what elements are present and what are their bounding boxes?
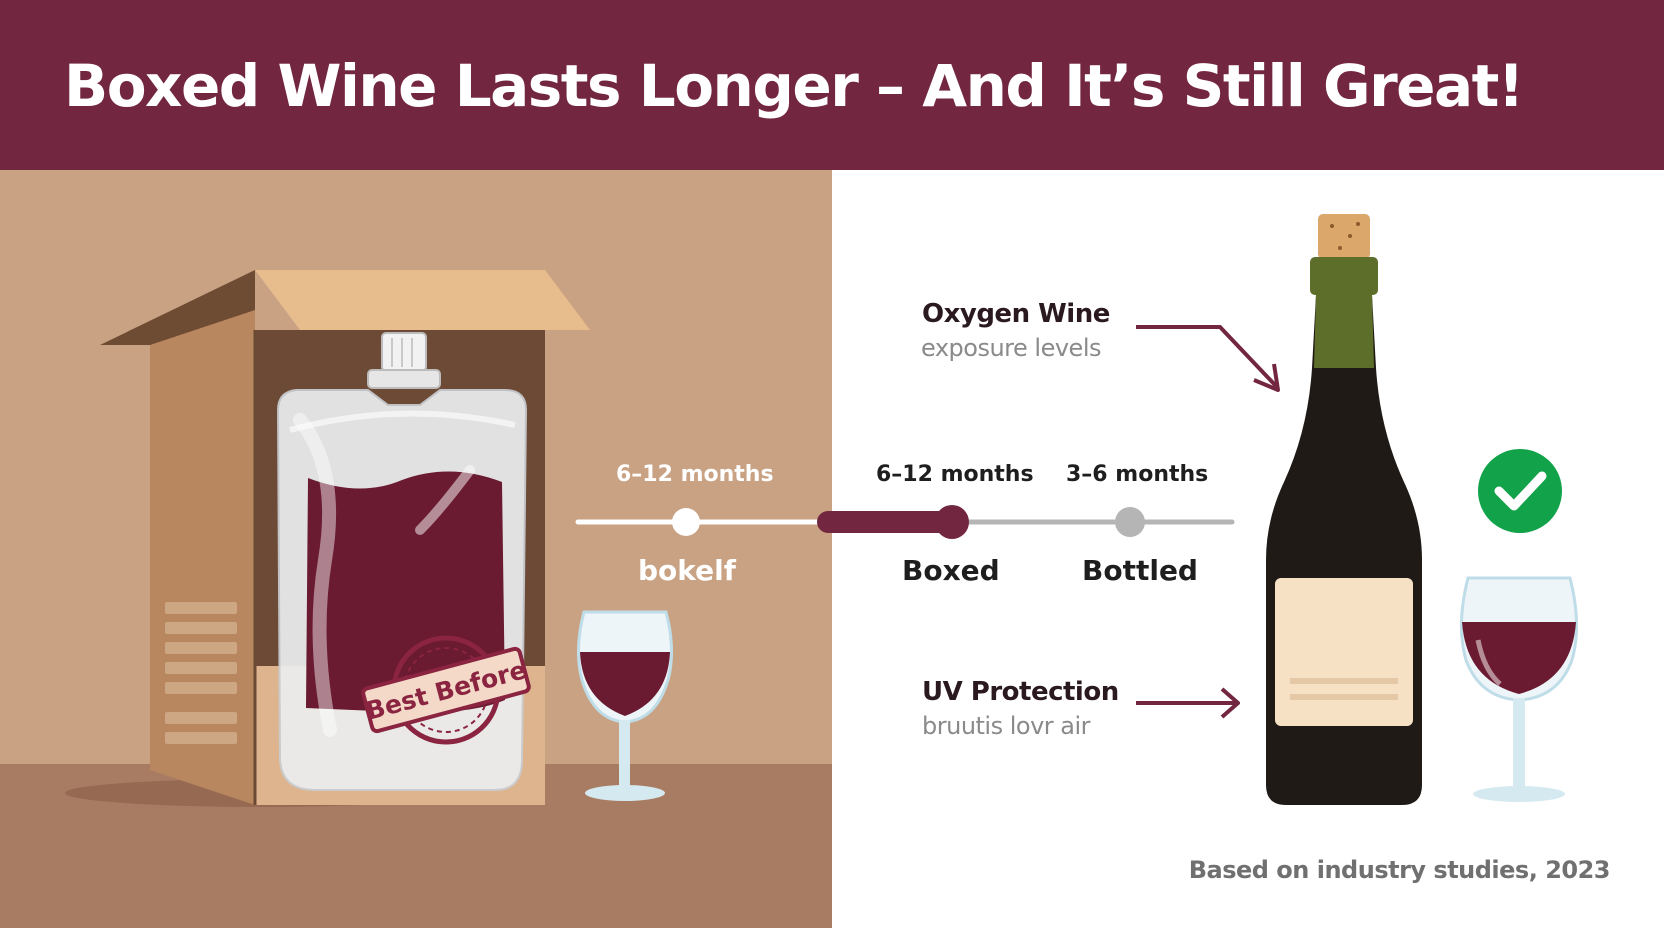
page-title: Boxed Wine Lasts Longer – And It’s Still… bbox=[64, 52, 1524, 120]
oxygen-callout-title: Oxygen Wine bbox=[922, 299, 1110, 329]
timeline-marker-boxed bbox=[935, 505, 969, 539]
check-icon bbox=[1478, 449, 1562, 533]
timeline-label-bokelf: bokelf bbox=[638, 554, 736, 587]
wine-box-icon bbox=[65, 270, 590, 807]
arrow-icon bbox=[1136, 325, 1280, 392]
uv-callout-title: UV Protection bbox=[922, 677, 1119, 707]
wine-glass-icon bbox=[576, 610, 674, 801]
timeline-time-bokelf: 6–12 months bbox=[616, 462, 774, 487]
box-vent-slots bbox=[165, 602, 237, 744]
arrow-icon bbox=[1136, 687, 1240, 719]
timeline-time-boxed: 6–12 months bbox=[876, 462, 1034, 487]
wine-glass-icon bbox=[1460, 576, 1578, 802]
timeline-marker-bottled bbox=[1115, 507, 1145, 537]
shelf-life-timeline bbox=[575, 505, 1235, 539]
timeline-label-bottled: Bottled bbox=[1082, 554, 1198, 587]
timeline-label-boxed: Boxed bbox=[902, 554, 1000, 587]
uv-callout-subtitle: bruutis lovr air bbox=[922, 712, 1091, 740]
header-banner: Boxed Wine Lasts Longer – And It’s Still… bbox=[0, 0, 1664, 170]
oxygen-callout-subtitle: exposure levels bbox=[921, 334, 1102, 362]
wine-bottle-icon bbox=[1266, 214, 1422, 805]
timeline-time-bottled: 3–6 months bbox=[1066, 462, 1209, 487]
source-note: Based on industry studies, 2023 bbox=[1188, 856, 1611, 884]
timeline-marker-bokelf bbox=[672, 508, 700, 536]
